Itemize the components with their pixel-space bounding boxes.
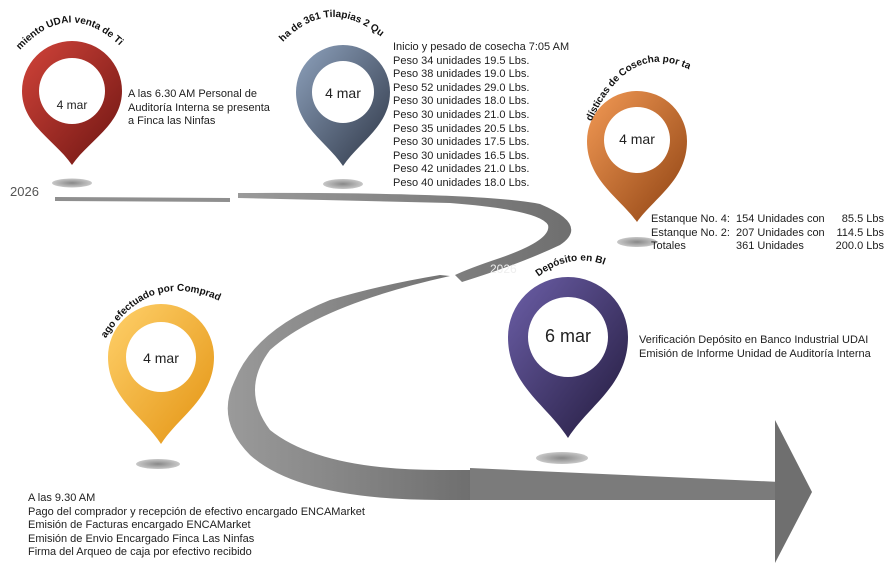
description-line: Inicio y pesado de cosecha 7:05 AM bbox=[393, 41, 570, 53]
pin-shadow bbox=[136, 459, 180, 469]
description-line: Pago del comprador y recepción de efecti… bbox=[28, 505, 365, 518]
map-pin-steel bbox=[296, 45, 390, 166]
description-line: a Finca las Ninfas bbox=[128, 115, 216, 128]
stats-cell: Estanque No. 4: bbox=[651, 213, 730, 225]
stats-cell: 207 Unidades con bbox=[736, 226, 825, 239]
stats-cell: Totales bbox=[651, 240, 686, 253]
stats-cell: 114.5 Lbs bbox=[836, 226, 884, 239]
description-line: Peso 52 unidades 29.0 Lbs. bbox=[393, 81, 530, 94]
description-line: Peso 40 unidades 18.0 Lbs. bbox=[393, 176, 530, 189]
pin-shadow bbox=[536, 452, 588, 464]
description-line: Emisión de Facturas encargado ENCAMarket bbox=[28, 519, 251, 532]
stats-row: Totales 361 Unidades 200.0 Lbs bbox=[651, 240, 884, 254]
pin-date: 6 mar bbox=[544, 326, 591, 346]
map-pin-purple bbox=[508, 277, 628, 438]
pin-shadow bbox=[617, 237, 657, 247]
stats-cell: 154 Unidades con bbox=[736, 213, 825, 225]
pin-title: Depósito en BI bbox=[534, 253, 607, 279]
pin-description: Verificación Depósito en Banco Industria… bbox=[639, 334, 871, 361]
description-line: Peso 30 unidades 21.0 Lbs. bbox=[393, 108, 530, 121]
stats-cell: 85.5 Lbs bbox=[841, 213, 884, 225]
timeline-road bbox=[55, 192, 812, 563]
pin-shadow bbox=[323, 179, 363, 189]
pin-date: 4 mar bbox=[619, 131, 655, 147]
description-line: Peso 30 unidades 18.0 Lbs. bbox=[393, 95, 530, 108]
pin-description: A las 9.30 AM Pago del comprador y recep… bbox=[28, 492, 365, 560]
description-line: Peso 42 unidades 21.0 Lbs. bbox=[393, 163, 530, 176]
pin-date: 4 mar bbox=[143, 350, 179, 366]
pin-title: Pago efectuado por Comprador bbox=[0, 0, 222, 340]
stats-cell: Estanque No. 2: bbox=[651, 226, 730, 239]
description-line: Firma del Arqueo de caja por efectivo re… bbox=[28, 546, 252, 559]
description-line: Peso 34 unidades 19.5 Lbs. bbox=[393, 54, 530, 67]
description-line: Auditoría Interna se presenta bbox=[128, 101, 270, 114]
pin-description: A las 6.30 AM Personal de Auditoría Inte… bbox=[128, 88, 270, 129]
stats-row: Estanque No. 4: 154 Unidades con 85.5 Lb… bbox=[651, 213, 884, 227]
map-pin-orange bbox=[587, 91, 687, 222]
description-line: A las 6.30 AM Personal de bbox=[128, 88, 258, 100]
pin-date: 4 mar bbox=[56, 98, 88, 112]
description-line: Emisión de Envio Encargado Finca Las Nin… bbox=[28, 532, 255, 545]
description-line: Verificación Depósito en Banco Industria… bbox=[639, 334, 869, 346]
stats-row: Estanque No. 2: 207 Unidades con 114.5 L… bbox=[651, 227, 884, 241]
year-label: 2026 bbox=[10, 184, 39, 199]
description-line: Peso 30 unidades 16.5 Lbs. bbox=[393, 149, 530, 162]
map-pin-gold bbox=[108, 304, 214, 444]
description-line: A las 9.30 AM bbox=[28, 492, 96, 504]
map-pin-red bbox=[22, 41, 122, 165]
pin-date: 4 mar bbox=[325, 85, 361, 101]
stats-cell: 200.0 Lbs bbox=[835, 240, 884, 253]
year-label: 2026 bbox=[490, 262, 517, 276]
pin-shadow bbox=[52, 178, 92, 188]
description-line: Peso 35 unidades 20.5 Lbs. bbox=[393, 122, 530, 135]
stats-cell: 361 Unidades bbox=[736, 240, 804, 253]
description-line: Peso 38 unidades 19.0 Lbs. bbox=[393, 68, 530, 81]
harvest-stats-table: Estanque No. 4: 154 Unidades con 85.5 Lb… bbox=[651, 213, 884, 254]
description-line: Emisión de Informe Unidad de Auditoría I… bbox=[639, 347, 871, 360]
harvest-weights-list: Inicio y pesado de cosecha 7:05 AM Peso … bbox=[393, 41, 569, 191]
description-line: Peso 30 unidades 17.5 Lbs. bbox=[393, 136, 530, 149]
